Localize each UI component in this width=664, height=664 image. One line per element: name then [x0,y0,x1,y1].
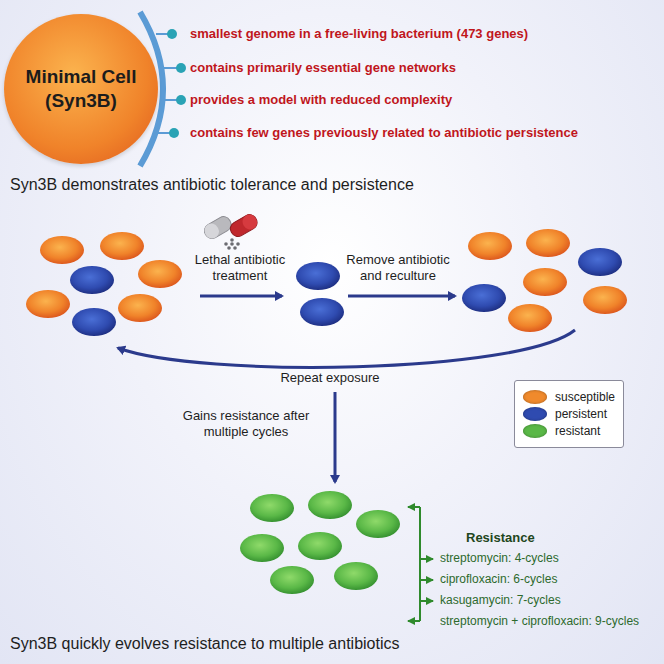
process-arrow [348,295,455,298]
resistant-cell [356,510,400,538]
susceptible-cell [526,229,570,257]
resistance-item: streptomycin: 4-cycles [440,551,559,565]
susceptible-cell [523,268,567,296]
resistance-heading: Resistance [466,530,535,546]
susceptible-cell [508,304,552,332]
resistant-cell [250,494,294,522]
resistance-item: ciprofloxacin: 6-cycles [440,572,557,586]
legend-row: resistant [523,424,615,438]
step-label: Repeat exposure [245,370,415,386]
bullet-dot [176,95,186,105]
legend-swatch [523,424,547,438]
persistent-cell [300,298,344,326]
legend-text: resistant [555,424,600,438]
node-title: Minimal Cell (Syn3B) [21,65,141,113]
resistance-bracket [408,507,433,621]
feature-bullet: contains primarily essential gene networ… [190,60,456,76]
legend-row: persistent [523,407,615,421]
pill-icon [228,212,260,239]
cell-ellipse: Minimal Cell (Syn3B) [4,14,158,164]
resistant-cell [298,532,342,560]
bullet-dot [167,29,177,39]
persistent-cell [72,308,116,336]
down-arrow [334,392,337,482]
susceptible-cell [118,294,162,322]
susceptible-cell [40,236,84,264]
susceptible-cell [138,260,182,288]
feature-bullet: contains few genes previously related to… [190,125,578,141]
legend-text: persistent [555,407,607,421]
repeat-arrow [118,330,575,367]
step-label: Lethal antibiotic treatment [184,252,296,283]
persistent-cell [70,266,114,294]
resistant-cell [240,534,284,562]
resistance-item: streptomycin + ciprofloxacin: 9-cycles [440,614,639,628]
step-label: Gains resistance after multiple cycles [176,408,316,439]
legend-swatch [523,390,547,404]
bullet-dot [169,128,179,138]
section-heading: Syn3B demonstrates antibiotic tolerance … [10,175,414,194]
bullet-stems [156,34,180,133]
feature-bullet: smallest genome in a free-living bacteri… [190,26,528,42]
section-heading: Syn3B quickly evolves resistance to mult… [10,634,400,653]
resistant-cell [270,566,314,594]
step-label: Remove antibiotic and reculture [342,252,454,283]
resistant-cell [334,562,378,590]
pill-icon [202,214,234,241]
process-arrow [200,295,282,298]
legend-row: susceptible [523,390,615,404]
susceptible-cell [468,232,512,260]
susceptible-cell [583,286,627,314]
resistant-cell [308,491,352,519]
bullet-dot [176,63,186,73]
legend-box: susceptible persistent resistant [514,380,624,448]
feature-bullet: provides a model with reduced complexity [190,92,452,108]
legend-swatch [523,407,547,421]
persistent-cell [462,284,506,312]
pill-dots [224,238,240,250]
persistent-cell [578,248,622,276]
susceptible-cell [100,232,144,260]
persistent-cell [296,262,340,290]
susceptible-cell [26,290,70,318]
legend-text: susceptible [555,390,615,404]
resistance-item: kasugamycin: 7-cycles [440,593,561,607]
